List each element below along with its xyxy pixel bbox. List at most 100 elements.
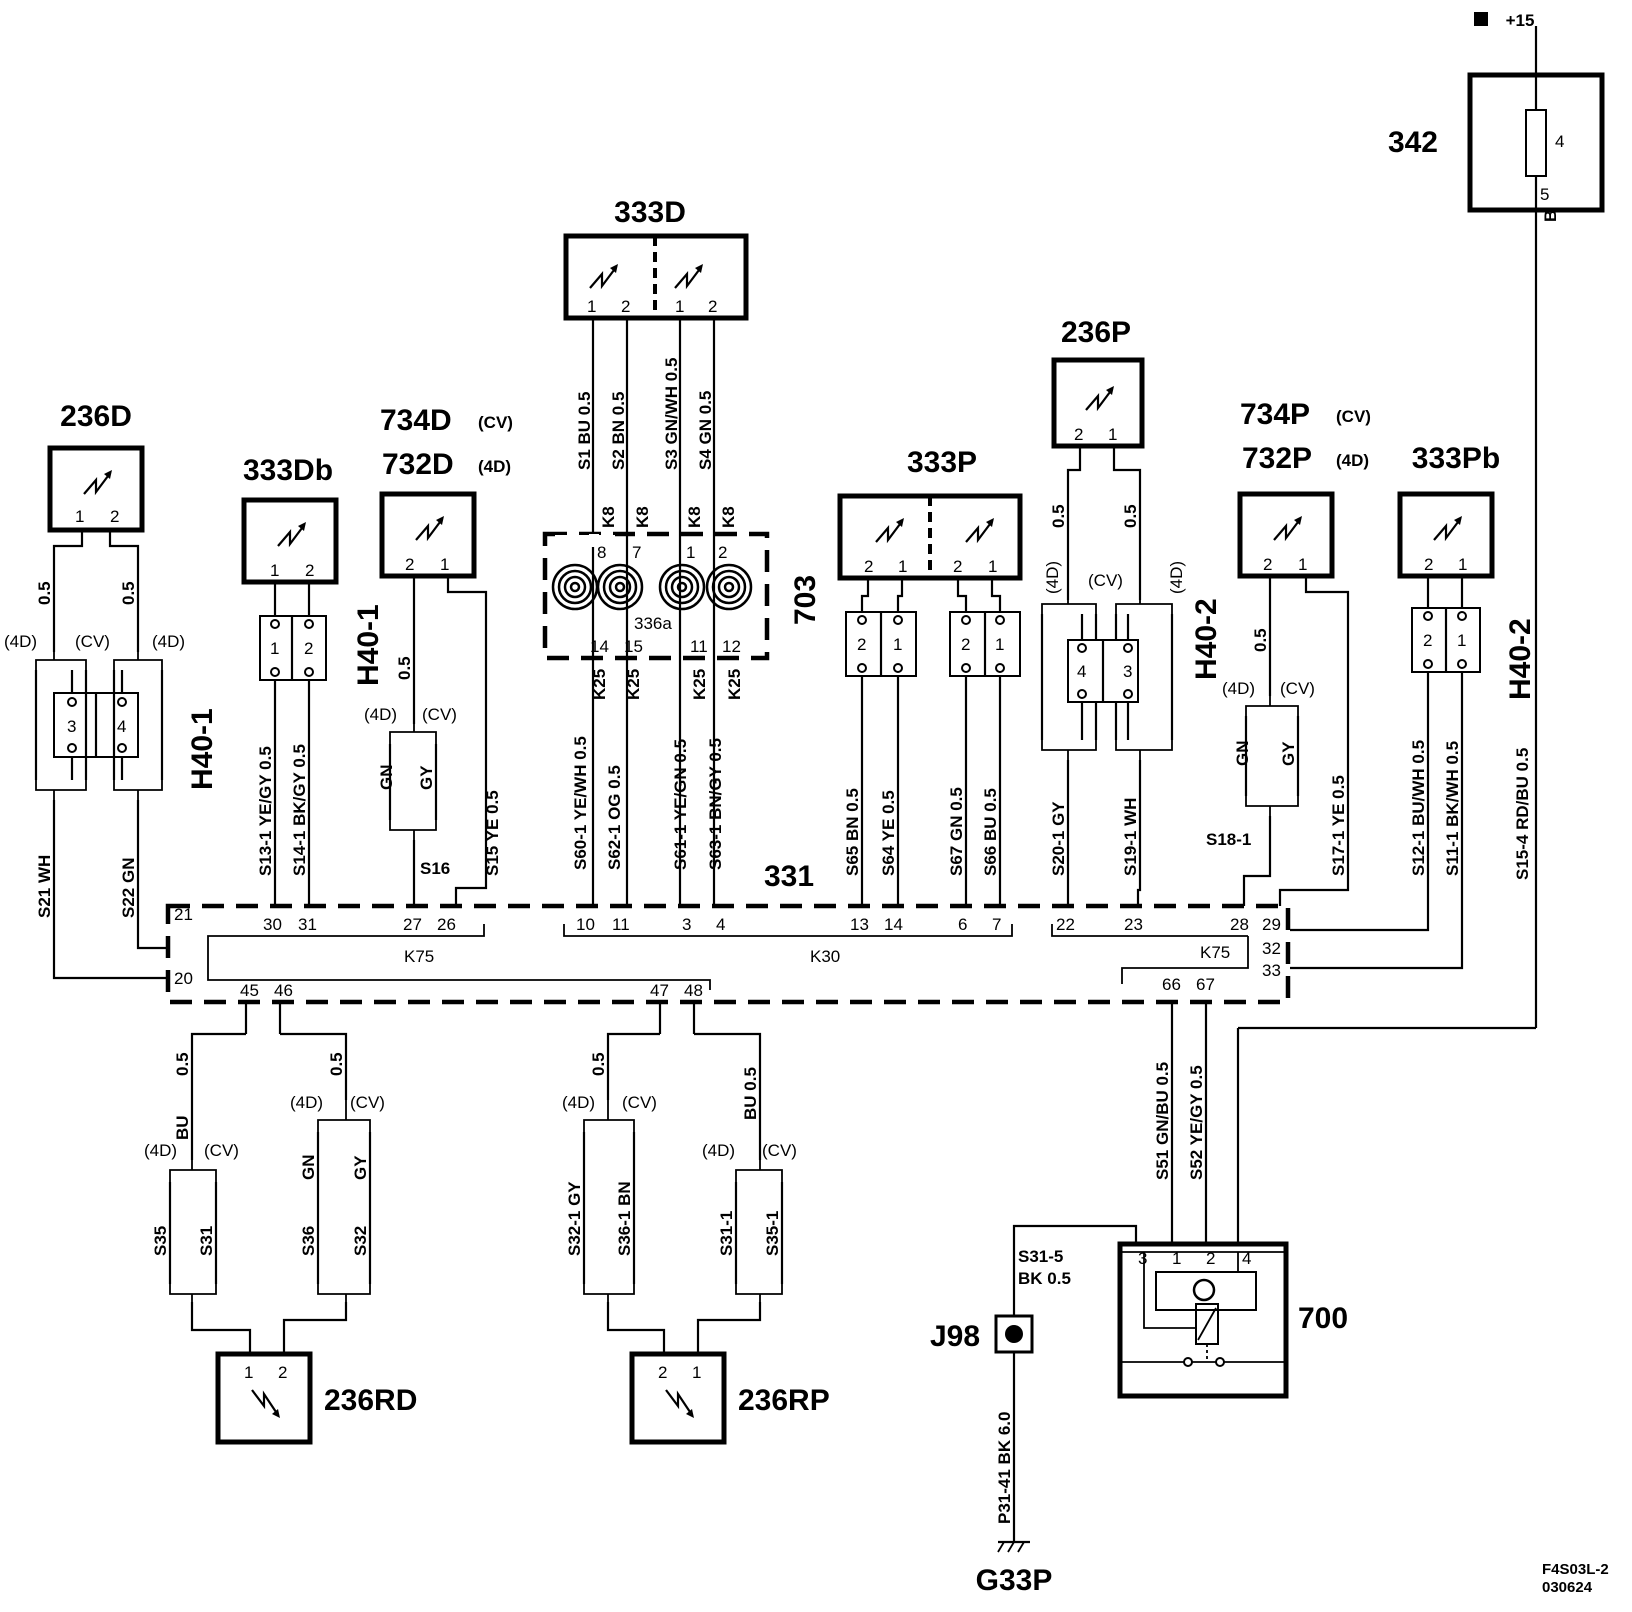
pin-label: 33 [1262,961,1281,980]
pin-label: 47 [650,981,669,1000]
wire-label: K8 [719,506,738,528]
wire-label: S52 YE/GY 0.5 [1187,1065,1206,1180]
variant-tag: (CV) [75,632,110,651]
wire-label: S32 [351,1226,370,1256]
component-333Pb: 333Pb 2 1 2 1 [1397,442,1500,673]
component-label: 236RD [324,1384,417,1417]
pin-label: 8 [597,543,606,562]
connector-H40-1-left: 3 4 H40-1 [34,670,219,790]
component-label-732P: 732P [1242,442,1312,475]
wire-label: 0.5 [173,1052,192,1076]
wire-label: K8 [633,506,652,528]
component-236P: 236P 2 1 [1051,316,1145,449]
component-label-734D: 734D [380,404,452,437]
connector-H40-2-mid: 4 3 H40-2 [1040,598,1223,740]
wire-label: S14-1 BK/GY 0.5 [290,744,309,876]
component-734P-732P: 734P (CV) 732P (4D) 2 1 [1237,398,1371,579]
pin-label: 5 [1540,185,1549,204]
variant-tag: (CV) [1280,679,1315,698]
variant-tag: (4D) [144,1141,177,1160]
pin-label: 7 [992,915,1001,934]
component-236D: 236D 1 2 [47,400,145,533]
pin-label: 2 [961,635,970,654]
pin-label: 22 [1056,915,1075,934]
pin-label: 11 [612,915,630,934]
wire-label: S13-1 YE/GY 0.5 [256,746,275,876]
pin-label: 1 [995,635,1004,654]
wire-label: P31-41 BK 6.0 [995,1412,1014,1524]
component-703: 8 7 1 2 336a 14 15 11 12 703 [542,531,822,661]
pin-label: 1 [587,297,596,316]
variant-tag: (4D) [478,457,511,476]
wire-label: S2 BN 0.5 [609,392,628,470]
wire-label: K25 [690,669,709,700]
bus-label: K75 [404,947,434,966]
pin-label: 2 [304,639,313,658]
component-333D: 333D 1 2 1 2 [563,196,749,321]
pin-label: 1 [270,639,279,658]
pin-label: 2 [305,561,314,580]
pin-label: 1 [898,557,907,576]
pin-label: 2 [864,557,873,576]
wire-label: K8 [685,506,704,528]
pin-label: 2 [857,635,866,654]
wire-label: S64 YE 0.5 [879,790,898,876]
wire-label: S3 GN/WH 0.5 [662,358,681,470]
pin-label: 2 [1206,1249,1215,1268]
wire-label: S16 [420,859,450,878]
variant-tag: (4D) [1043,561,1062,594]
wire-label: BU [173,1115,192,1140]
wire-label: K25 [624,669,643,700]
wire-label: BU 0.5 [741,1067,760,1120]
pin-label: 1 [988,557,997,576]
component-label: 236D [60,400,132,433]
component-700: 3 1 2 4 700 [1117,1241,1348,1399]
connector-label: H40-1 [352,604,385,686]
pin-label: 1 [686,543,695,562]
wire-label: S11-1 BK/WH 0.5 [1443,741,1462,876]
pin-label: 29 [1262,915,1281,934]
wire-label: S51 GN/BU 0.5 [1153,1062,1172,1180]
component-342: +15 4 5 342 B S15-4 RD/BU 0.5 [1236,11,1605,1244]
wire-label: S63-1 BN/GY 0.5 [706,738,725,870]
pin-label: 1 [75,507,84,526]
variant-tag: (4D) [1167,561,1186,594]
pin-label: 14 [884,915,903,934]
pin-label: 2 [1263,555,1272,574]
pin-label: 1 [692,1363,701,1382]
wire-label: S36-1 BN [615,1181,634,1256]
reference-date: 030624 [1542,1579,1593,1596]
pin-label: 27 [403,915,422,934]
variant-tag: (CV) [762,1141,797,1160]
wire-label: GN [1233,741,1252,767]
wire-label: S15 YE 0.5 [483,790,502,876]
pin-label: 2 [658,1363,667,1382]
wire-label: S32-1 GY [565,1181,584,1256]
wire-label: 0.5 [1049,504,1068,528]
wire-label: S20-1 GY [1049,801,1068,876]
wire-label: S1 BU 0.5 [575,392,594,470]
plus15-label: +15 [1506,11,1535,30]
component-label: 333Db [243,454,333,487]
pin-label: 3 [682,915,691,934]
component-label: 236P [1061,316,1131,349]
ground-G33P: G33P [976,1540,1052,1597]
component-label-732D: 732D [382,448,454,481]
variant-tag: (CV) [422,705,457,724]
pin-label: 2 [1074,425,1083,444]
wire-label: S31-1 [717,1211,736,1256]
pin-label: 2 [718,543,727,562]
bus-label: K75 [1200,943,1230,962]
wire-label: 0.5 [589,1052,608,1076]
pin-label: 2 [110,507,119,526]
wire-label: 0.5 [1251,628,1270,652]
pin-label: 67 [1196,975,1215,994]
wire-label: S21 WH [35,855,54,918]
connector-333P-right: 2 1 [949,578,1021,677]
wire-label: S35 [151,1226,170,1256]
pin-label: 4 [117,717,126,736]
wire-label: GY [417,765,436,790]
variant-tag: (4D) [1336,451,1369,470]
wire-label: 0.5 [119,581,138,605]
